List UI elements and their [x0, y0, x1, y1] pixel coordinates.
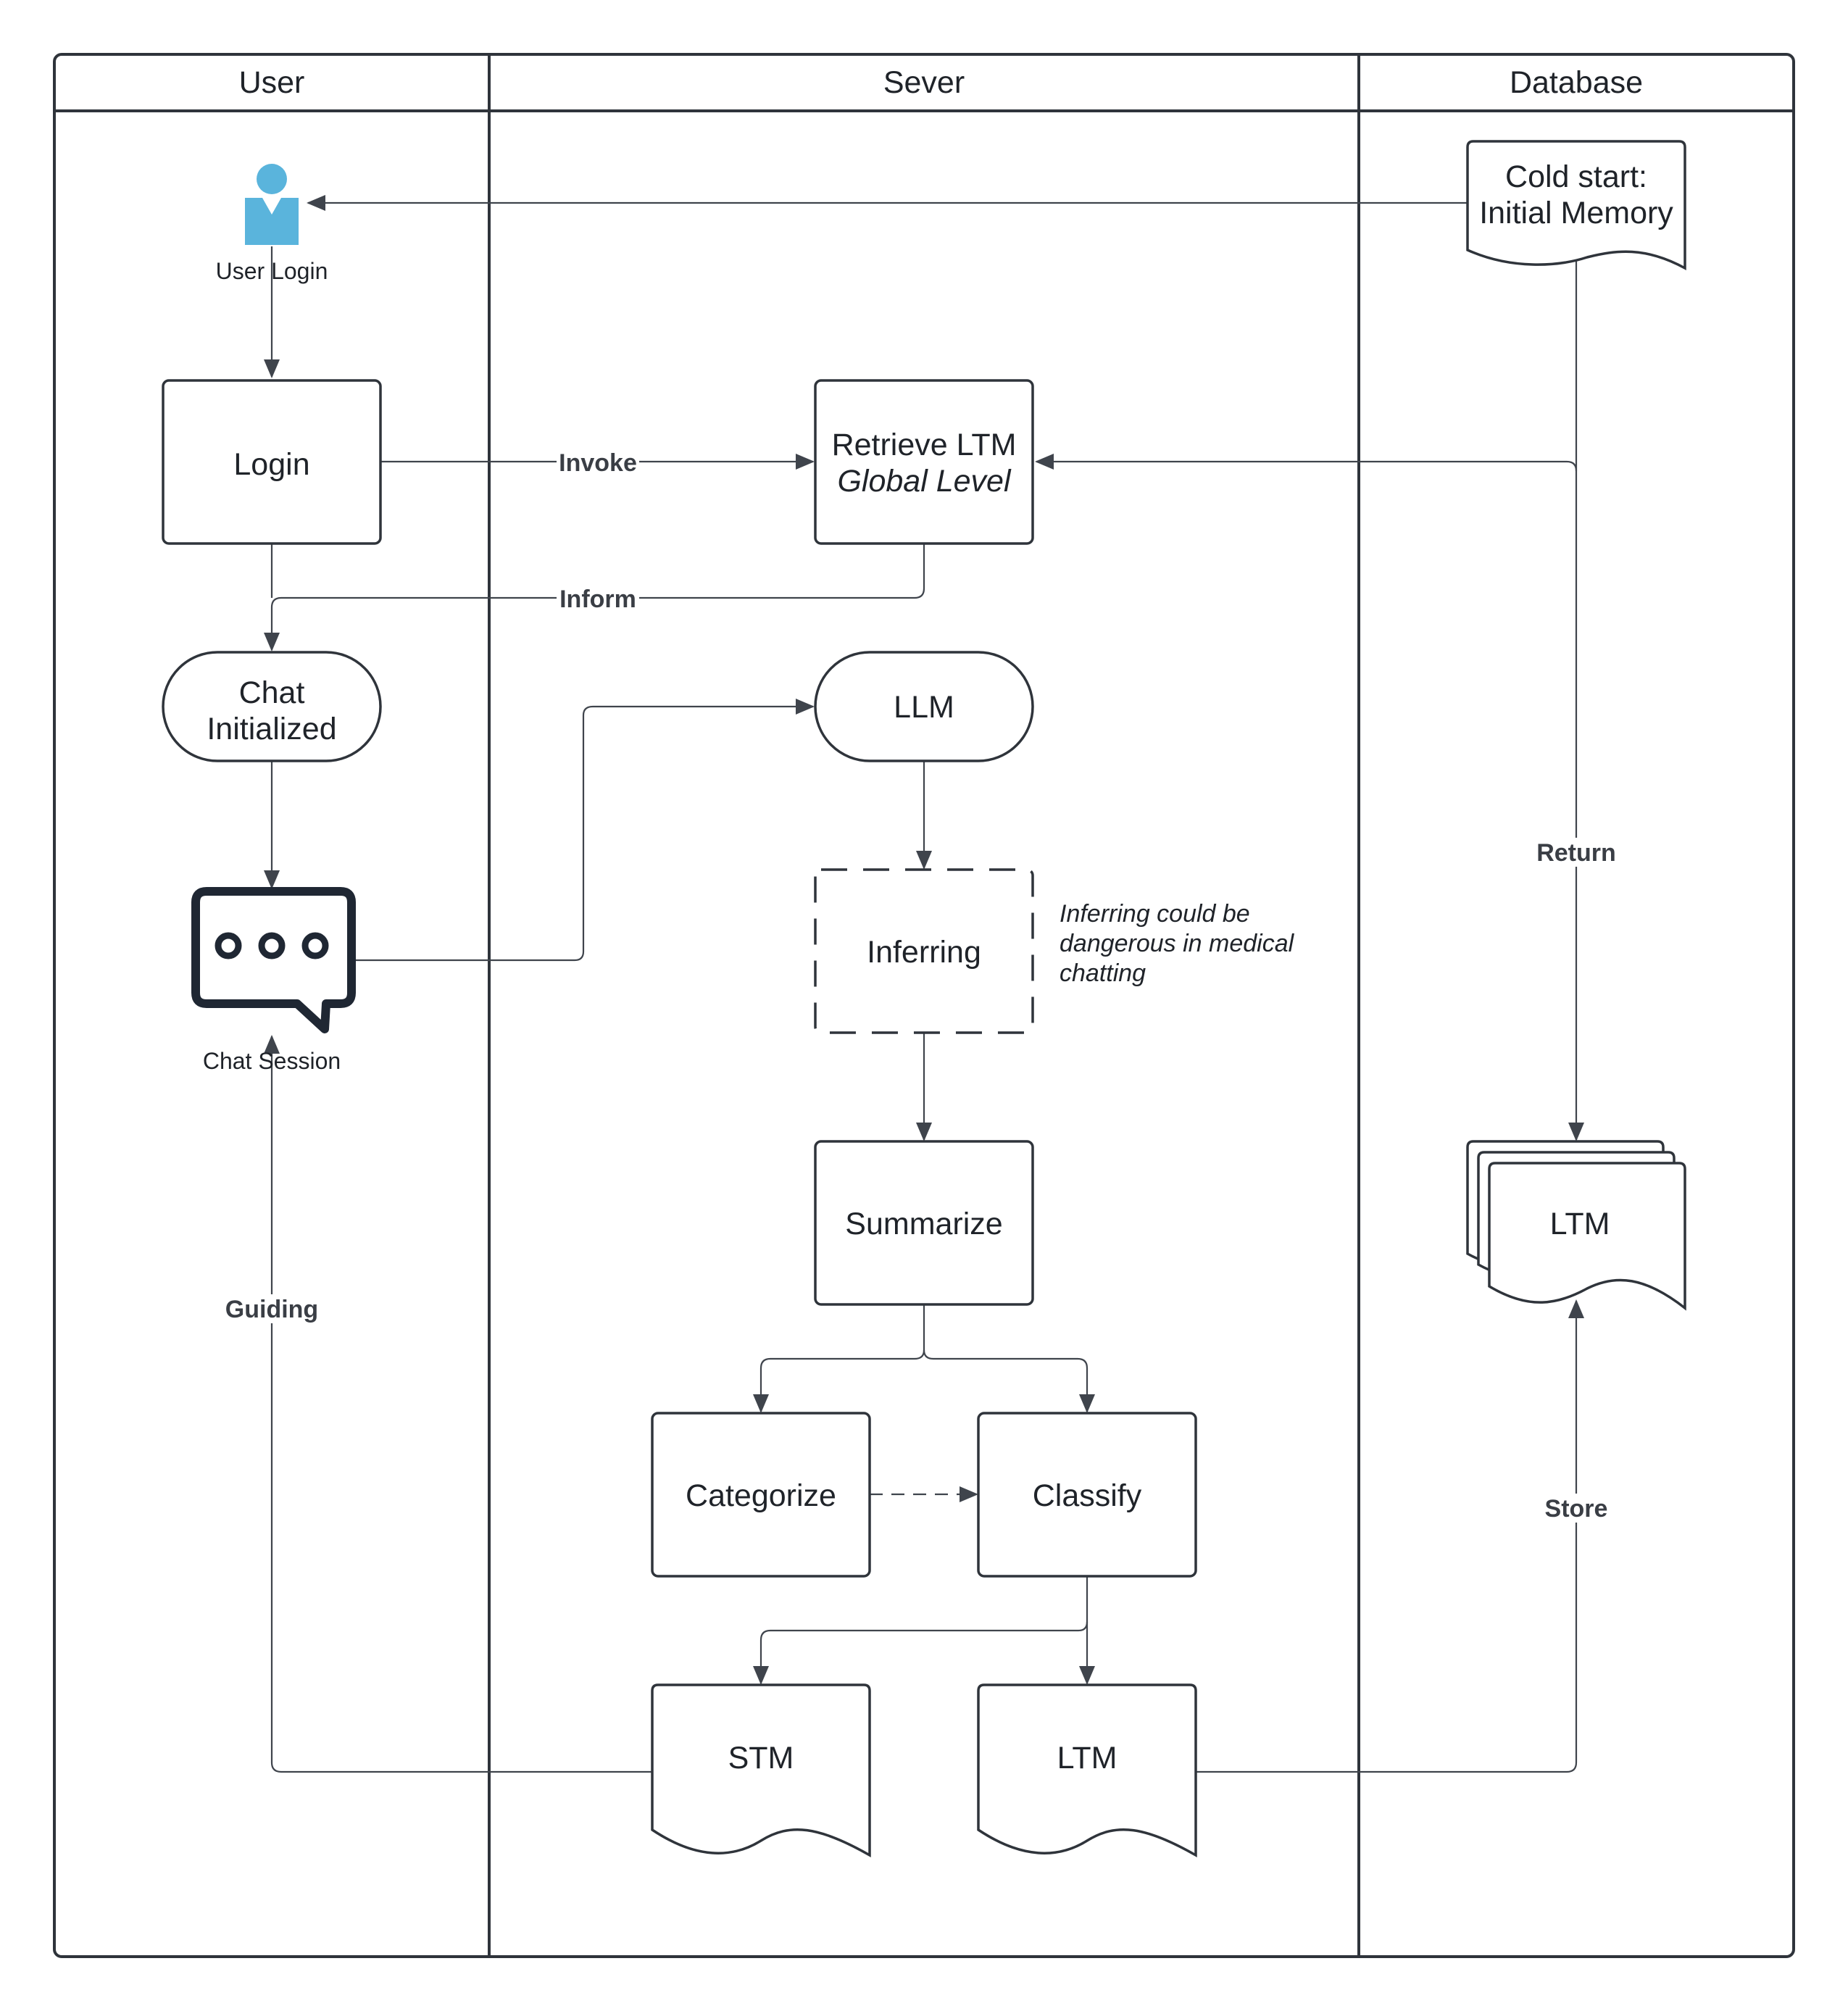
node-stm[interactable]: STM [651, 1683, 871, 1858]
node-label-login: Login [233, 447, 309, 482]
node-label-chat-initialized-1: Chat [239, 675, 305, 710]
node-login[interactable]: Login [162, 379, 382, 545]
node-label-chat-session: Chat Session [203, 1048, 341, 1074]
node-label-llm: LLM [894, 690, 954, 725]
edge-stm-to-chatsession [264, 1035, 652, 1773]
node-label-ltm-store: LTM [1550, 1207, 1610, 1241]
node-label-ltm-doc: LTM [1057, 1741, 1117, 1775]
edge-summarize-to-classify [923, 1349, 1095, 1413]
node-ltm-doc[interactable]: LTM [977, 1683, 1197, 1858]
edges [264, 195, 1584, 1773]
note-line-1: Inferring could be [1060, 900, 1250, 928]
edge-summarize-to-categorize [753, 1304, 925, 1413]
note-line-2: dangerous in medical [1060, 930, 1295, 957]
node-summarize[interactable]: Summarize [814, 1140, 1034, 1306]
lane-title-server: Sever [883, 65, 965, 100]
node-label-inferring: Inferring [867, 935, 981, 970]
edge-label-inform: Inform [559, 586, 636, 613]
node-llm[interactable]: LLM [814, 651, 1034, 762]
node-label-chat-initialized-2: Initialized [207, 712, 336, 746]
node-label-stm: STM [728, 1741, 794, 1775]
node-chat-session[interactable]: Chat Session [191, 887, 356, 1074]
node-cold-start[interactable]: Cold start: Initial Memory [1466, 140, 1686, 270]
lane-title-user: User [239, 65, 305, 100]
chat-bubble-icon [191, 887, 356, 1033]
edge-labels: Invoke Inform Return Guiding Store [223, 448, 1621, 1523]
note-line-3: chatting [1060, 959, 1146, 987]
edge-label-store: Store [1545, 1495, 1608, 1523]
node-label-summarize: Summarize [845, 1207, 1002, 1241]
edge-label-return: Return [1536, 839, 1616, 867]
node-label-user-login: User Login [216, 258, 328, 284]
node-label-cold-start-2: Initial Memory [1479, 196, 1673, 230]
node-categorize[interactable]: Categorize [651, 1412, 871, 1578]
edge-label-guiding: Guiding [225, 1296, 318, 1323]
node-label-classify: Classify [1033, 1478, 1142, 1513]
node-ltm-store[interactable]: LTM [1466, 1140, 1686, 1311]
node-user-login: User Login [216, 164, 328, 284]
person-icon [245, 164, 299, 245]
inferring-note: Inferring could be dangerous in medical … [1060, 900, 1295, 987]
node-label-retrieve-ltm-1: Retrieve LTM [832, 428, 1017, 462]
node-inferring[interactable]: Inferring [814, 868, 1034, 1034]
edge-label-invoke: Invoke [559, 449, 637, 477]
edge-classify-to-stm [753, 1576, 1089, 1685]
node-retrieve-ltm[interactable]: Retrieve LTM Global Level [814, 379, 1034, 545]
edge-ltmdoc-to-ltmstore [1196, 1299, 1584, 1773]
node-chat-initialized[interactable]: Chat Initialized [162, 651, 382, 762]
node-label-cold-start-1: Cold start: [1505, 159, 1647, 194]
lane-title-database: Database [1510, 65, 1643, 100]
node-classify[interactable]: Classify [977, 1412, 1197, 1578]
pool-frame [53, 53, 1795, 1958]
node-label-retrieve-ltm-2: Global Level [837, 464, 1011, 499]
edge-chatsession-to-llm [353, 699, 815, 962]
node-label-categorize: Categorize [686, 1478, 836, 1513]
edge-ltmstore-to-retrieve [1035, 454, 1578, 472]
